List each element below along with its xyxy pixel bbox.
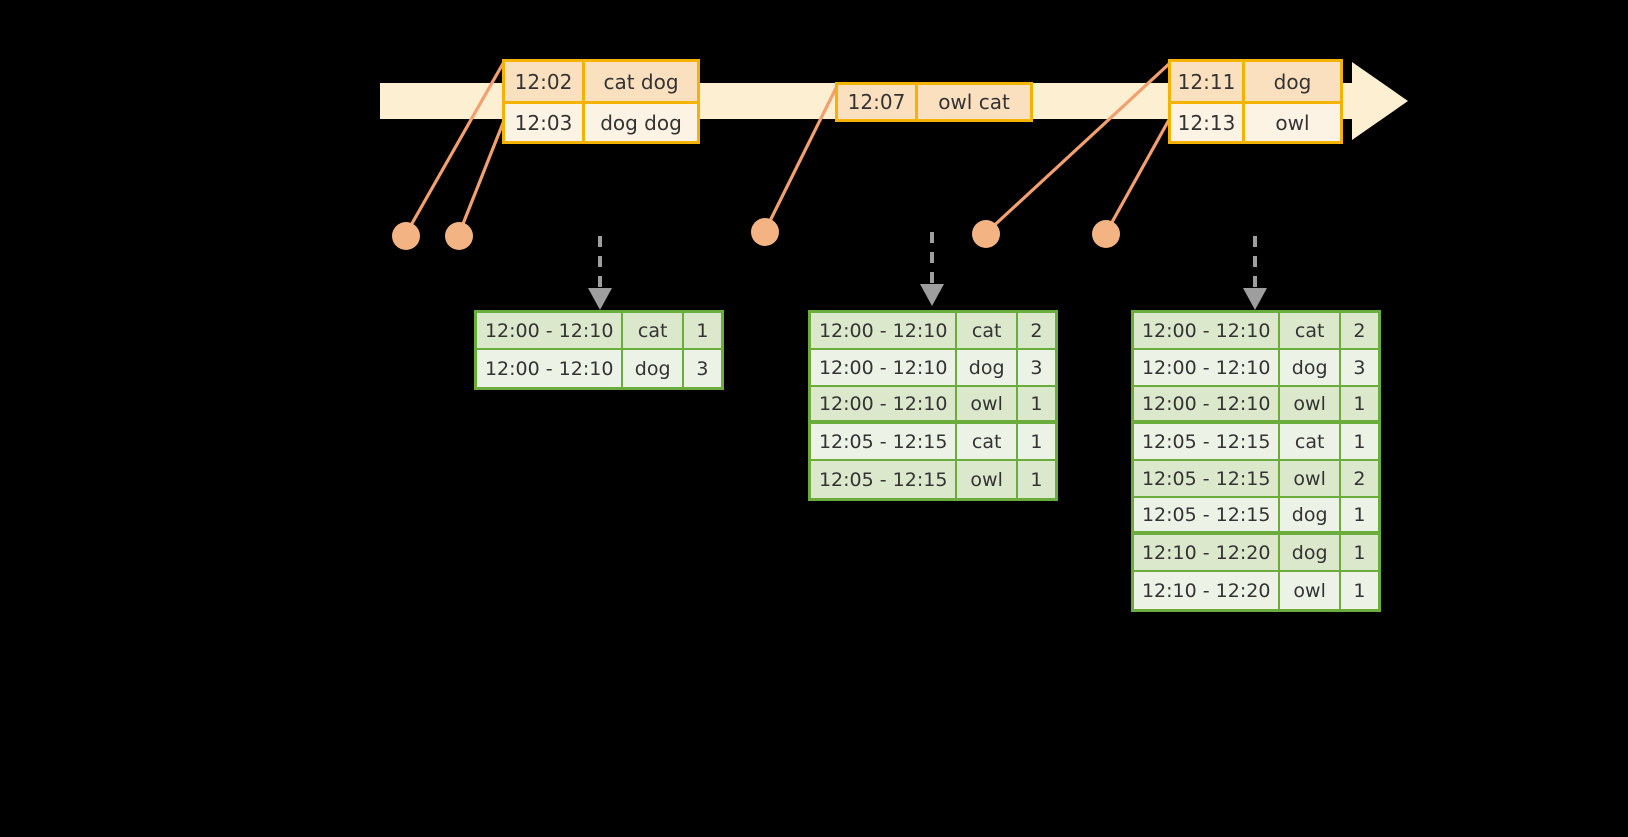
table-row[interactable]: 12:00 - 12:10 cat 1 — [477, 313, 721, 350]
event-value: cat dog — [603, 69, 679, 94]
cell-word: cat — [1280, 313, 1341, 348]
event-group-3[interactable]: 12:11 dog 12:13 owl — [1168, 59, 1343, 144]
cell-count: 3 — [1017, 350, 1055, 385]
event-time: 12:07 — [838, 85, 918, 119]
table-row[interactable]: 12:05 - 12:15 cat 1 — [811, 424, 1055, 461]
cell-word: owl — [957, 387, 1018, 420]
cell-word: cat — [957, 313, 1018, 348]
cell-window: 12:05 - 12:15 — [811, 461, 958, 498]
event-value: dog dog — [600, 110, 682, 135]
cell-word: cat — [1280, 424, 1341, 459]
event-group-1[interactable]: 12:02 cat dog 12:03 dog dog — [502, 59, 700, 144]
record-dot-1213 — [1092, 220, 1120, 248]
cell-word: owl — [957, 461, 1018, 498]
flow-arrow-heads — [588, 284, 1267, 310]
cell-window: 12:10 - 12:20 — [1134, 535, 1281, 570]
event-time: 12:11 — [1171, 62, 1245, 101]
cell-window: 12:00 - 12:10 — [1134, 350, 1281, 385]
record-dot-1207 — [751, 218, 779, 246]
cell-count: 1 — [683, 313, 721, 348]
cell-window: 12:00 - 12:10 — [477, 350, 624, 387]
table-row[interactable]: 12:05 - 12:15 cat 1 — [1134, 424, 1378, 461]
cell-window: 12:10 - 12:20 — [1134, 572, 1281, 609]
cell-count: 1 — [1340, 572, 1378, 609]
record-dots — [392, 218, 1120, 250]
event-row[interactable]: 12:07 owl cat — [838, 85, 1030, 119]
event-time: 12:03 — [505, 104, 585, 141]
cell-window: 12:00 - 12:10 — [1134, 387, 1281, 420]
cell-count: 2 — [1340, 461, 1378, 496]
cell-word: dog — [957, 350, 1018, 385]
event-time: 12:02 — [505, 62, 585, 101]
table-row[interactable]: 12:00 - 12:10 dog 3 — [1134, 350, 1378, 387]
table-row[interactable]: 12:05 - 12:15 dog 1 — [1134, 498, 1378, 535]
record-dot-1202 — [392, 222, 420, 250]
cell-count: 1 — [1340, 498, 1378, 531]
event-row[interactable]: 12:02 cat dog — [505, 62, 697, 101]
cell-word: dog — [623, 350, 684, 387]
flow-arrows — [598, 232, 1257, 288]
cell-window: 12:00 - 12:10 — [811, 313, 958, 348]
cell-count: 3 — [683, 350, 721, 387]
cell-window: 12:05 - 12:15 — [811, 424, 958, 459]
event-value: owl cat — [938, 90, 1010, 114]
cell-word: dog — [1280, 498, 1341, 531]
table-row[interactable]: 12:00 - 12:10 cat 2 — [811, 313, 1055, 350]
cell-count: 3 — [1340, 350, 1378, 385]
record-dot-1211 — [972, 220, 1000, 248]
cell-word: owl — [1280, 572, 1341, 609]
event-value: owl — [1275, 110, 1310, 135]
record-dot-1203 — [445, 222, 473, 250]
cell-word: cat — [957, 424, 1018, 459]
event-group-2[interactable]: 12:07 owl cat — [835, 82, 1033, 122]
cell-count: 2 — [1340, 313, 1378, 348]
table-row[interactable]: 12:00 - 12:10 cat 2 — [1134, 313, 1378, 350]
cell-count: 1 — [1340, 424, 1378, 459]
cell-count: 1 — [1017, 461, 1055, 498]
cell-window: 12:05 - 12:15 — [1134, 424, 1281, 459]
cell-window: 12:00 - 12:10 — [811, 350, 958, 385]
table-row[interactable]: 12:00 - 12:10 dog 3 — [811, 350, 1055, 387]
cell-word: owl — [1280, 461, 1341, 496]
cell-word: owl — [1280, 387, 1341, 420]
cell-count: 1 — [1017, 387, 1055, 420]
cell-word: dog — [1280, 350, 1341, 385]
event-row[interactable]: 12:11 dog — [1171, 62, 1340, 101]
cell-word: cat — [623, 313, 684, 348]
table-row[interactable]: 12:05 - 12:15 owl 2 — [1134, 461, 1378, 498]
event-row[interactable]: 12:03 dog dog — [505, 101, 697, 141]
table-row[interactable]: 12:00 - 12:10 owl 1 — [811, 387, 1055, 424]
result-table-1[interactable]: 12:00 - 12:10 cat 1 12:00 - 12:10 dog 3 — [474, 310, 724, 390]
table-row[interactable]: 12:05 - 12:15 owl 1 — [811, 461, 1055, 498]
cell-window: 12:00 - 12:10 — [1134, 313, 1281, 348]
event-row[interactable]: 12:13 owl — [1171, 101, 1340, 141]
result-table-2[interactable]: 12:00 - 12:10 cat 2 12:00 - 12:10 dog 3 … — [808, 310, 1058, 501]
cell-count: 2 — [1017, 313, 1055, 348]
result-table-3[interactable]: 12:00 - 12:10 cat 2 12:00 - 12:10 dog 3 … — [1131, 310, 1381, 612]
cell-count: 1 — [1340, 387, 1378, 420]
table-row[interactable]: 12:10 - 12:20 dog 1 — [1134, 535, 1378, 572]
table-row[interactable]: 12:00 - 12:10 dog 3 — [477, 350, 721, 387]
cell-count: 1 — [1340, 535, 1378, 570]
cell-window: 12:05 - 12:15 — [1134, 461, 1281, 496]
cell-window: 12:05 - 12:15 — [1134, 498, 1281, 531]
cell-window: 12:00 - 12:10 — [811, 387, 958, 420]
event-time: 12:13 — [1171, 104, 1245, 141]
table-row[interactable]: 12:10 - 12:20 owl 1 — [1134, 572, 1378, 609]
cell-word: dog — [1280, 535, 1341, 570]
table-row[interactable]: 12:00 - 12:10 owl 1 — [1134, 387, 1378, 424]
cell-window: 12:00 - 12:10 — [477, 313, 624, 348]
cell-count: 1 — [1017, 424, 1055, 459]
event-value: dog — [1273, 69, 1312, 94]
